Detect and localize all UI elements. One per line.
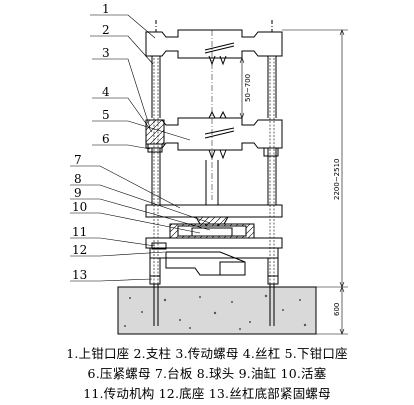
transmission-mechanism (151, 242, 246, 276)
screw-bottom-nut-left (149, 275, 161, 285)
legend-line-1: 1.上钳口座 2.支柱 3.传动螺母 4.丝杠 5.下钳口座 (66, 346, 348, 361)
callout-2: 2 (102, 23, 110, 37)
callout-1: 1 (102, 2, 110, 16)
column-left (151, 20, 161, 205)
piston-rod (205, 160, 219, 205)
callout-11: 11 (72, 225, 87, 239)
legend-line-2: 6.压紧螺母 7.台板 8.球头 9.油缸 10.活塞 (87, 366, 327, 381)
callout-12: 12 (72, 243, 87, 257)
lead-screw-right (269, 58, 275, 290)
anchor-bolts (153, 284, 275, 326)
upper-jaw-seat (145, 29, 283, 66)
clamping-nut (147, 143, 163, 153)
foundation (117, 286, 317, 335)
leader-lines (70, 14, 211, 282)
dimension-foundation-depth: 600 (333, 303, 341, 316)
callout-9: 9 (74, 186, 82, 200)
foundation-texture (124, 294, 307, 330)
callout-7: 7 (74, 153, 82, 167)
callout-13: 13 (72, 268, 87, 282)
clamping-nut-right (263, 147, 279, 157)
lower-jaw-seat (145, 110, 283, 160)
dimension-lines (239, 29, 348, 335)
callout-numbers: 1 2 3 4 5 6 7 8 9 10 11 12 13 (72, 2, 110, 282)
callout-5: 5 (102, 108, 110, 122)
callout-10: 10 (72, 200, 87, 214)
column-right (267, 20, 277, 205)
dimension-overall-height: 2200~2510 (333, 159, 341, 201)
legend-line-3: 11.传动机构 12.底座 13.丝杠底部紧固螺母 (83, 386, 331, 401)
callout-6: 6 (102, 132, 110, 146)
lead-screw-left (153, 58, 159, 290)
callout-4: 4 (102, 85, 110, 99)
screw-bottom-nut-right (267, 275, 279, 285)
callout-8: 8 (74, 172, 82, 186)
callout-3: 3 (102, 46, 110, 60)
oil-cylinder (169, 223, 255, 239)
dimension-upper-gap: 50~700 (244, 74, 252, 102)
